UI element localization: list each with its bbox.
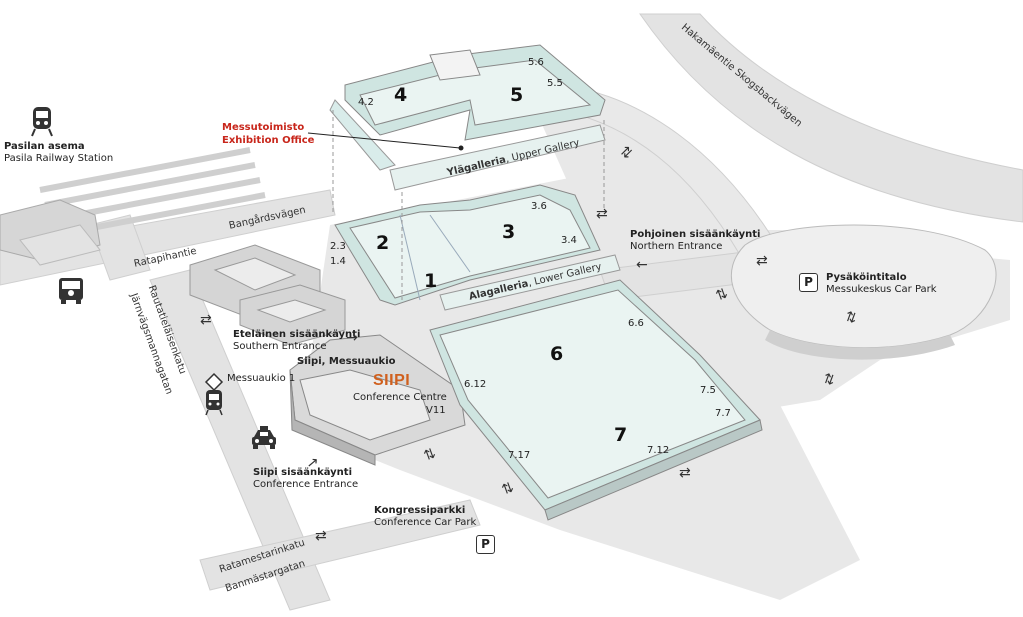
subhall-6-6: 6.6 bbox=[628, 318, 644, 329]
hall-1-label: 1 bbox=[424, 270, 438, 292]
upper-gallery bbox=[329, 99, 606, 191]
two-way-arrow-icon: ⇄ bbox=[315, 528, 327, 544]
projection-lines bbox=[332, 110, 605, 300]
southern-entrance-fi: Eteläinen sisäänkäynti bbox=[233, 329, 361, 340]
subhall-7-5: 7.5 bbox=[700, 385, 716, 396]
hall-2-label: 2 bbox=[376, 232, 390, 254]
exhibition-office-fi: Messutoimisto bbox=[222, 122, 305, 133]
conference-car-park-fi: Kongressiparkki bbox=[374, 505, 466, 516]
roads bbox=[0, 13, 1023, 611]
halls-1-2-3 bbox=[334, 184, 601, 306]
tram-stop-label: Messuaukio 1 bbox=[227, 373, 296, 384]
southern-entrance-en: Southern Entrance bbox=[233, 341, 327, 352]
hall-5-label: 5 bbox=[510, 84, 524, 106]
conference-entrance-fi: Siipi sisäänkäynti bbox=[253, 467, 353, 478]
car-park-parking-icon: P bbox=[799, 273, 818, 292]
subhall-7-17: 7.17 bbox=[508, 450, 531, 461]
car-park-fi: Pysäköintitalo bbox=[826, 272, 907, 283]
siipi-building bbox=[289, 334, 466, 466]
two-way-arrow-icon: ⇄ bbox=[679, 465, 691, 481]
conference-parking-icon: P bbox=[476, 535, 495, 554]
lower-gallery bbox=[439, 254, 621, 311]
siipi-title: Siipi, Messuaukio bbox=[297, 356, 396, 367]
train-icon bbox=[31, 107, 53, 137]
subhall-1-4: 1.4 bbox=[330, 256, 346, 267]
subhall-2-3: 2.3 bbox=[330, 241, 346, 252]
pasila-station-en: Pasila Railway Station bbox=[4, 153, 114, 164]
northern-entrance-fi: Pohjoinen sisäänkäynti bbox=[630, 229, 761, 240]
siipi-subtitle: Conference Centre bbox=[353, 392, 447, 403]
subhall-v11: V11 bbox=[426, 405, 446, 416]
subhall-5-6: 5.6 bbox=[528, 57, 544, 68]
two-way-arrow-icon: ⇄ bbox=[200, 312, 212, 328]
pasila-station-fi: Pasilan asema bbox=[4, 141, 85, 152]
entrance-arrow-icon: ← bbox=[636, 257, 648, 273]
northern-entrance-en: Northern Entrance bbox=[630, 241, 723, 252]
subhall-3-6: 3.6 bbox=[531, 201, 547, 212]
station-building bbox=[0, 199, 101, 266]
subhall-7-7: 7.7 bbox=[715, 408, 731, 419]
conference-entrance-en: Conference Entrance bbox=[253, 479, 359, 490]
hall-3-label: 3 bbox=[502, 221, 516, 243]
two-way-arrow-icon: ⇄ bbox=[596, 206, 608, 222]
subhall-3-4: 3.4 bbox=[561, 235, 577, 246]
upper-halls-4-5 bbox=[344, 44, 606, 141]
subhall-6-12: 6.12 bbox=[464, 379, 487, 390]
taxi-icon bbox=[252, 426, 276, 449]
subhall-4-2: 4.2 bbox=[358, 97, 374, 108]
hall-4-label: 4 bbox=[394, 84, 408, 106]
tram-icon bbox=[204, 372, 224, 416]
car-park-building bbox=[730, 224, 997, 360]
office-buildings bbox=[189, 244, 346, 346]
hall-6-label: 6 bbox=[550, 343, 564, 365]
subhall-5-5: 5.5 bbox=[547, 78, 563, 89]
entrance-arrow-icon: → bbox=[346, 330, 358, 346]
two-way-arrow-icon: ⇄ bbox=[756, 253, 768, 269]
conference-car-park-en: Conference Car Park bbox=[374, 517, 477, 528]
hall-7-label: 7 bbox=[614, 424, 628, 446]
car-park-en: Messukeskus Car Park bbox=[826, 284, 937, 295]
bus-icon bbox=[59, 278, 83, 304]
subhall-7-12: 7.12 bbox=[647, 445, 670, 456]
halls-6-7 bbox=[429, 279, 763, 521]
exhibition-office-en: Exhibition Office bbox=[222, 135, 315, 146]
siipi-logo: SIIPI bbox=[373, 372, 411, 389]
office-pointer bbox=[307, 132, 464, 151]
